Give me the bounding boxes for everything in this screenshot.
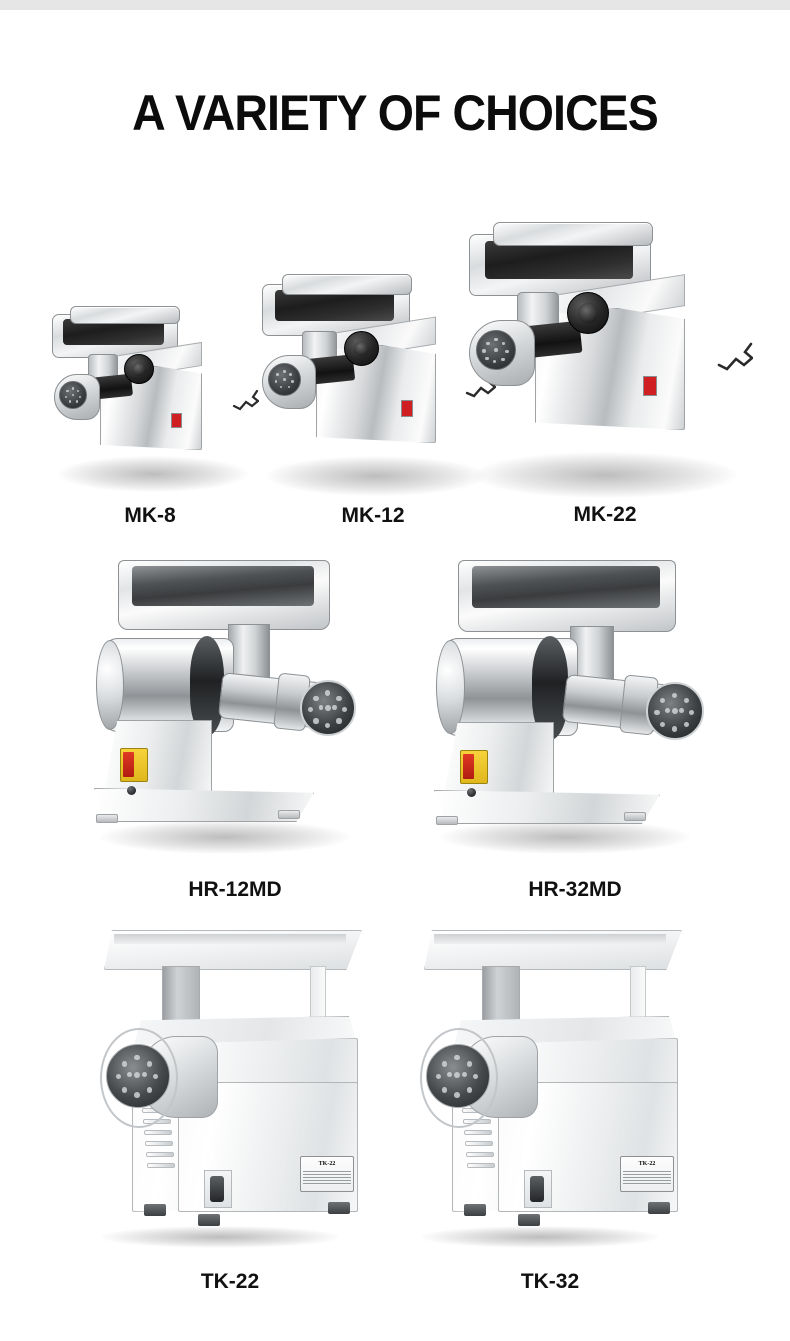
tray-cavity (485, 241, 633, 279)
base-foot-right (278, 810, 300, 819)
vent-slot (466, 1152, 494, 1157)
power-switch-button[interactable] (123, 752, 134, 777)
head-clamp (190, 636, 224, 736)
head-retaining-ring (420, 1028, 498, 1128)
spec-nameplate: TK-22 (620, 1156, 674, 1192)
perforated-plate (300, 680, 356, 736)
product-image-hr-12md (80, 538, 390, 838)
plate-holes (269, 364, 300, 395)
locking-ring-knob[interactable] (567, 292, 609, 334)
product-image-tk-32: TK-22 (390, 918, 710, 1238)
product-image-mk-12 (248, 254, 498, 498)
base-foot (144, 1204, 166, 1216)
locking-ring-knob[interactable] (124, 354, 154, 384)
perforated-plate (476, 330, 516, 370)
perforated-plate (426, 1044, 490, 1108)
base-foot (518, 1214, 540, 1226)
nameplate-spec-lines (303, 1171, 351, 1186)
spec-nameplate: TK-22 (300, 1156, 354, 1192)
base-foot (198, 1214, 220, 1226)
product-label-mk-22: MK-22 (573, 503, 637, 526)
product-label-tk-32: TK-32 (520, 1270, 580, 1293)
base-foot-left (436, 816, 458, 825)
tray-cavity (275, 290, 394, 321)
hopper-cavity (114, 934, 346, 944)
vent-slot (144, 1130, 172, 1135)
power-switch-knob[interactable] (210, 1176, 224, 1202)
product-image-tk-22: TK-22 (70, 918, 390, 1238)
product-label-tk-22: TK-22 (200, 1270, 260, 1293)
vent-slot (467, 1163, 495, 1168)
tray-cavity (132, 566, 314, 606)
top-band (0, 0, 790, 10)
vent-slot (146, 1152, 174, 1157)
perforated-plate (268, 363, 301, 396)
base-foot (648, 1202, 670, 1214)
vent-slot (464, 1130, 492, 1135)
product-label-mk-12: MK-12 (341, 504, 405, 527)
product-label-hr-12md: HR-12MD (188, 878, 282, 901)
product-label-hr-32md: HR-32MD (528, 878, 622, 901)
cylinder-end-cap (96, 640, 124, 730)
tray-cavity (472, 566, 660, 608)
cylinder-end-cap (436, 640, 465, 734)
base-foot (464, 1204, 486, 1216)
product-label-mk-8: MK-8 (124, 504, 176, 527)
product-image-mk-8 (40, 288, 260, 498)
perforated-plate (59, 381, 87, 409)
vent-slot (145, 1141, 173, 1146)
vent-slot (147, 1163, 175, 1168)
plate-holes (427, 1045, 489, 1107)
product-image-mk-22 (455, 200, 755, 500)
power-switch[interactable] (643, 376, 657, 396)
locking-ring-knob[interactable] (344, 331, 379, 366)
hopper-cavity (434, 934, 666, 944)
power-switch[interactable] (171, 413, 182, 428)
product-image-hr-32md (420, 538, 730, 838)
power-switch-button[interactable] (463, 754, 474, 779)
tray-rim-back (282, 274, 412, 295)
power-switch[interactable] (401, 400, 413, 417)
base-foot-left (96, 814, 118, 823)
nameplate-spec-lines (623, 1171, 671, 1186)
power-cord-icon (232, 389, 259, 411)
plate-holes (60, 382, 86, 408)
plate-holes (477, 331, 515, 369)
plate-holes (107, 1045, 169, 1107)
vent-slot (465, 1141, 493, 1146)
power-switch-knob[interactable] (530, 1176, 544, 1202)
perforated-plate (106, 1044, 170, 1108)
power-cord-icon (717, 342, 753, 371)
perforated-plate (646, 682, 704, 740)
page-title: A VARIETY OF CHOICES (132, 85, 659, 141)
head-retaining-ring (100, 1028, 178, 1128)
base-foot-right (624, 812, 646, 821)
tray-rim-back (70, 306, 180, 324)
base-foot (328, 1202, 350, 1214)
tray-rim-back (493, 222, 653, 246)
nameplate-model-text: TK-22 (318, 1161, 336, 1167)
nameplate-model-text: TK-22 (638, 1161, 656, 1167)
plate-holes (302, 682, 354, 734)
plate-holes (648, 684, 702, 738)
reset-button[interactable] (127, 786, 136, 795)
reset-button[interactable] (467, 788, 476, 797)
